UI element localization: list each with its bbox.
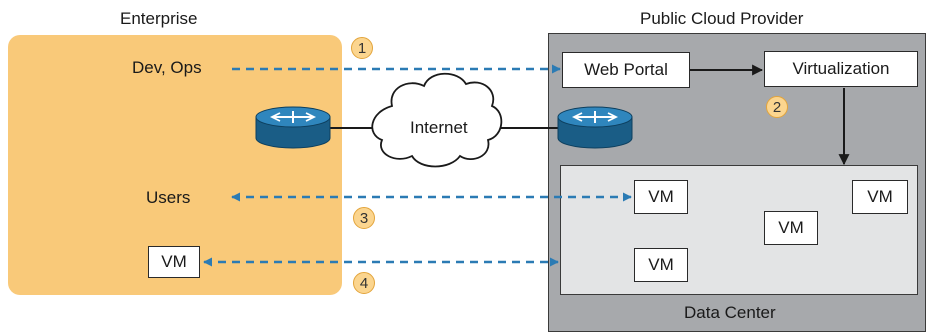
web-portal-box: Web Portal — [562, 52, 690, 88]
dc-vm-box: VM — [852, 180, 908, 214]
dc-vm-box: VM — [634, 180, 688, 214]
router-icon — [557, 106, 633, 149]
step-3-marker: 3 — [353, 207, 375, 229]
dc-vm-box: VM — [634, 248, 688, 282]
virtualization-box: Virtualization — [764, 51, 918, 87]
enterprise-title: Enterprise — [120, 9, 198, 28]
step-2-marker: 2 — [766, 96, 788, 118]
step-1-marker: 1 — [351, 37, 373, 59]
dev-ops-label: Dev, Ops — [132, 58, 202, 77]
users-label: Users — [146, 188, 191, 207]
step-4-marker: 4 — [353, 272, 375, 294]
data-center-label: Data Center — [684, 303, 776, 322]
internet-cloud-icon — [371, 72, 503, 168]
internet-label: Internet — [410, 118, 468, 137]
enterprise-vm-box: VM — [148, 246, 200, 278]
provider-title: Public Cloud Provider — [640, 9, 804, 28]
router-icon — [255, 106, 331, 149]
dc-vm-box: VM — [764, 211, 818, 245]
